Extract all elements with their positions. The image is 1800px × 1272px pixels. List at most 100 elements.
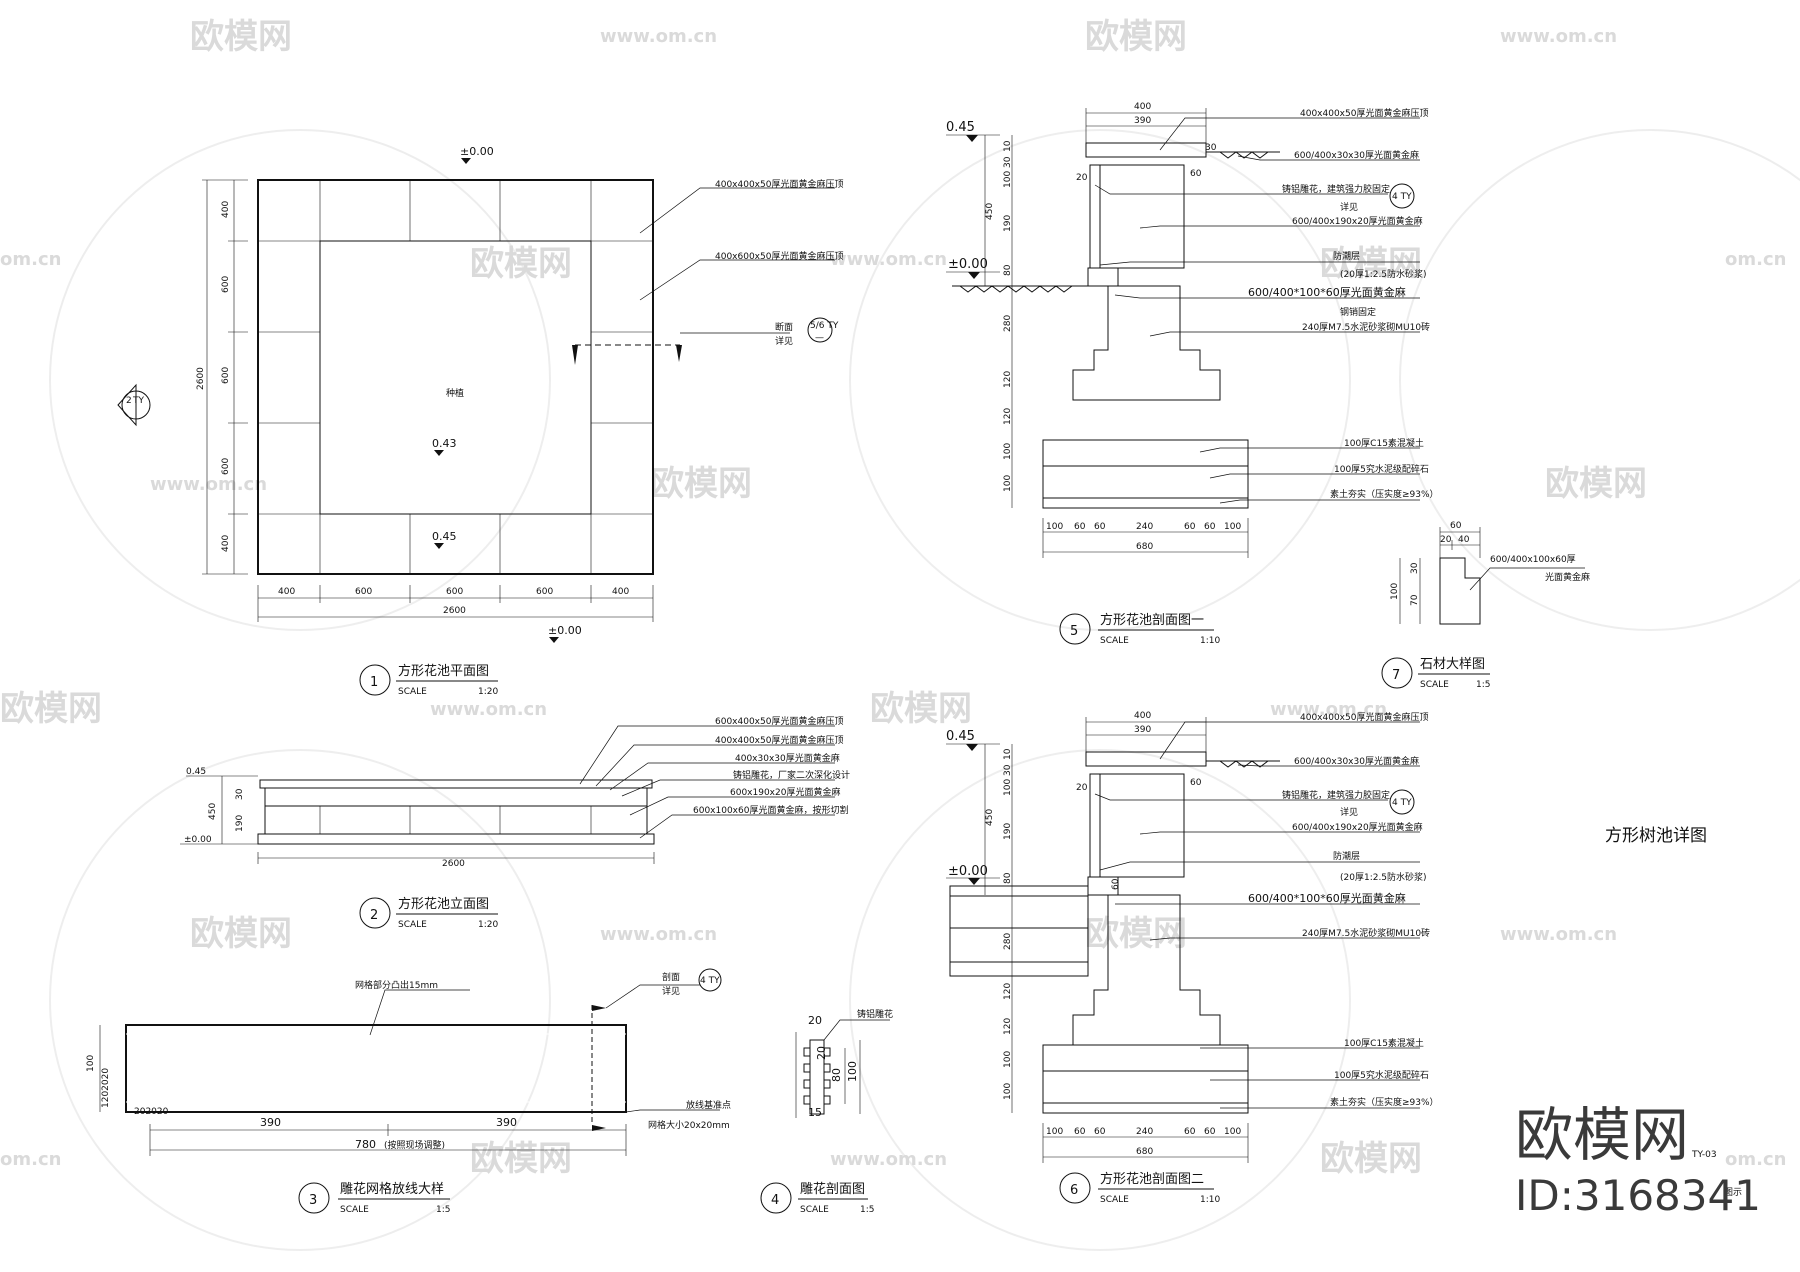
svg-text:100厚5究水泥级配碎石: 100厚5究水泥级配碎石 [1334, 463, 1429, 475]
svg-text:方形花池剖面图一: 方形花池剖面图一 [1100, 612, 1204, 628]
svg-text:防潮层: 防潮层 [1333, 850, 1360, 862]
svg-text:390: 390 [1134, 725, 1151, 735]
view-title-3: 3 雕花网格放线大样 SCALE 1:5 [298, 1181, 450, 1215]
svg-text:100: 100 [1390, 583, 1400, 600]
svg-text:(20厚1:2.5防水砂浆): (20厚1:2.5防水砂浆) [1340, 268, 1427, 280]
svg-text:600x400x50厚光面黄金麻压顶: 600x400x50厚光面黄金麻压顶 [715, 715, 843, 727]
svg-text:防潮层: 防潮层 [1333, 250, 1360, 262]
svg-text:390: 390 [496, 1116, 517, 1129]
svg-text:方形花池剖面图二: 方形花池剖面图二 [1100, 1171, 1204, 1187]
view-title-1: 1 方形花池平面图 SCALE 1:20 [359, 663, 498, 697]
svg-text:1: 1 [370, 675, 378, 690]
svg-text:60: 60 [1074, 1127, 1086, 1137]
svg-text:±0.00: ±0.00 [184, 835, 212, 845]
svg-text:20: 20 [1440, 535, 1452, 545]
svg-text:600/400*100*60厚光面黄金麻: 600/400*100*60厚光面黄金麻 [1248, 285, 1406, 299]
svg-text:详见: 详见 [662, 985, 680, 997]
dim-total: 2600 [443, 606, 466, 616]
svg-text:0.45: 0.45 [946, 120, 975, 135]
svg-text:60: 60 [1190, 778, 1202, 788]
svg-text:(按照现场调整): (按照现场调整) [384, 1139, 445, 1151]
svg-text:网格大小20x20mm: 网格大小20x20mm [648, 1119, 730, 1131]
svg-text:1:10: 1:10 [1200, 1195, 1220, 1205]
svg-text:20: 20 [808, 1014, 822, 1027]
svg-text:4 TY: 4 TY [1392, 798, 1412, 808]
watermark-url-short: om.cn [1725, 249, 1786, 270]
svg-text:600: 600 [355, 587, 372, 597]
svg-text:100: 100 [1003, 475, 1013, 492]
svg-text:6: 6 [1070, 1183, 1078, 1198]
view-title-6: 6 方形花池剖面图二 SCALE 1:10 [1059, 1171, 1220, 1205]
plan-note: 400x400x50厚光面黄金麻压顶 [715, 178, 843, 190]
svg-text:600/400x190x20厚光面黄金麻: 600/400x190x20厚光面黄金麻 [1292, 821, 1423, 833]
watermark-layer: 欧模网 欧模网 欧模网 欧模网 欧模网 欧模网 欧模网 欧模网 欧模网 欧模网 … [0, 17, 1800, 1251]
watermark-url: www.om.cn [830, 249, 947, 270]
svg-text:铸铝雕花，建筑强力胶固定: 铸铝雕花，建筑强力胶固定 [1282, 789, 1390, 801]
svg-text:400x400x50厚光面黄金麻压顶: 400x400x50厚光面黄金麻压顶 [1300, 711, 1428, 723]
plan-dims-left: 400 600 600 600 400 2600 [196, 179, 248, 575]
svg-text:120: 120 [1003, 408, 1013, 425]
svg-text:240: 240 [1136, 522, 1153, 532]
svg-text:400: 400 [612, 587, 629, 597]
grid-note-top: 网格部分凸出15mm [355, 979, 438, 991]
svg-text:60: 60 [1074, 522, 1086, 532]
svg-text:雕花剖面图: 雕花剖面图 [800, 1181, 865, 1197]
svg-text:390: 390 [260, 1116, 281, 1129]
elev-mark: 0.43 [432, 437, 457, 450]
svg-text:60: 60 [1204, 1127, 1216, 1137]
svg-text:SCALE: SCALE [398, 920, 427, 930]
svg-text:100: 100 [1046, 522, 1063, 532]
svg-text:±0.00: ±0.00 [948, 257, 988, 272]
carve-section-view: 铸铝雕花 20 100 80 20 15 [795, 1008, 893, 1119]
svg-text:280: 280 [1003, 933, 1013, 950]
svg-text:60: 60 [1450, 521, 1462, 531]
view-title-2: 2 方形花池立面图 SCALE 1:20 [359, 896, 498, 930]
watermark-url: www.om.cn [600, 26, 717, 47]
elev-mark: 0.45 [432, 530, 457, 543]
svg-text:190: 190 [1003, 823, 1013, 840]
svg-text:0.45: 0.45 [946, 729, 975, 744]
watermark-url: www.om.cn [1270, 699, 1387, 720]
svg-text:SCALE: SCALE [1420, 680, 1449, 690]
svg-text:2600: 2600 [196, 367, 206, 390]
svg-text:400: 400 [1134, 711, 1151, 721]
svg-text:100: 100 [86, 1055, 96, 1072]
svg-text:100: 100 [1224, 1127, 1241, 1137]
svg-text:铸铝雕花，厂家二次深化设计: 铸铝雕花，厂家二次深化设计 [733, 769, 850, 781]
svg-text:石材大样图: 石材大样图 [1420, 657, 1485, 672]
view-title-7: 7 石材大样图 SCALE 1:5 [1381, 657, 1490, 690]
svg-text:1202020: 1202020 [101, 1068, 111, 1108]
svg-text:30: 30 [1205, 143, 1217, 153]
svg-text:方形花池平面图: 方形花池平面图 [398, 663, 489, 679]
svg-text:(20厚1:2.5防水砂浆): (20厚1:2.5防水砂浆) [1340, 871, 1427, 883]
svg-text:10: 10 [1003, 748, 1013, 760]
svg-text:450: 450 [985, 809, 995, 826]
svg-text:素土夯实（压实度≥93%）: 素土夯实（压实度≥93%） [1330, 1096, 1439, 1108]
svg-text:600: 600 [221, 367, 231, 384]
svg-text:钢销固定: 钢销固定 [1340, 306, 1376, 318]
svg-text:放线基准点: 放线基准点 [686, 1099, 731, 1111]
section-1-view: 0.45 ±0.00 400 390 450 10 30 100 190 80 … [946, 102, 1439, 558]
svg-text:450: 450 [208, 803, 218, 820]
svg-text:680: 680 [1136, 542, 1153, 552]
svg-text:SCALE: SCALE [340, 1205, 369, 1215]
svg-text:400x30x30厚光面黄金麻: 400x30x30厚光面黄金麻 [735, 752, 840, 764]
svg-text:4 TY: 4 TY [1392, 192, 1412, 202]
svg-text:190: 190 [235, 815, 245, 832]
svg-text:20: 20 [1076, 173, 1088, 183]
section-2-view: 0.45 ±0.00 400 390 450 10 30 100 190 80 … [946, 711, 1439, 1163]
svg-text:60: 60 [1190, 169, 1202, 179]
svg-text:600x190x20厚光面黄金麻: 600x190x20厚光面黄金麻 [730, 786, 840, 798]
svg-text:详见: 详见 [1340, 201, 1358, 213]
svg-text:铸铝雕花，建筑强力胶固定: 铸铝雕花，建筑强力胶固定 [1282, 183, 1390, 195]
svg-text:120: 120 [1003, 371, 1013, 388]
svg-text:±0.00: ±0.00 [948, 864, 988, 879]
watermark-brand: 欧模网 [1320, 1139, 1422, 1179]
svg-text:100: 100 [1003, 443, 1013, 460]
svg-text:60: 60 [1184, 522, 1196, 532]
svg-text:详见: 详见 [1340, 806, 1358, 818]
svg-text:400: 400 [278, 587, 295, 597]
section-ref: 详见 [775, 335, 793, 347]
svg-text:190: 190 [1003, 215, 1013, 232]
